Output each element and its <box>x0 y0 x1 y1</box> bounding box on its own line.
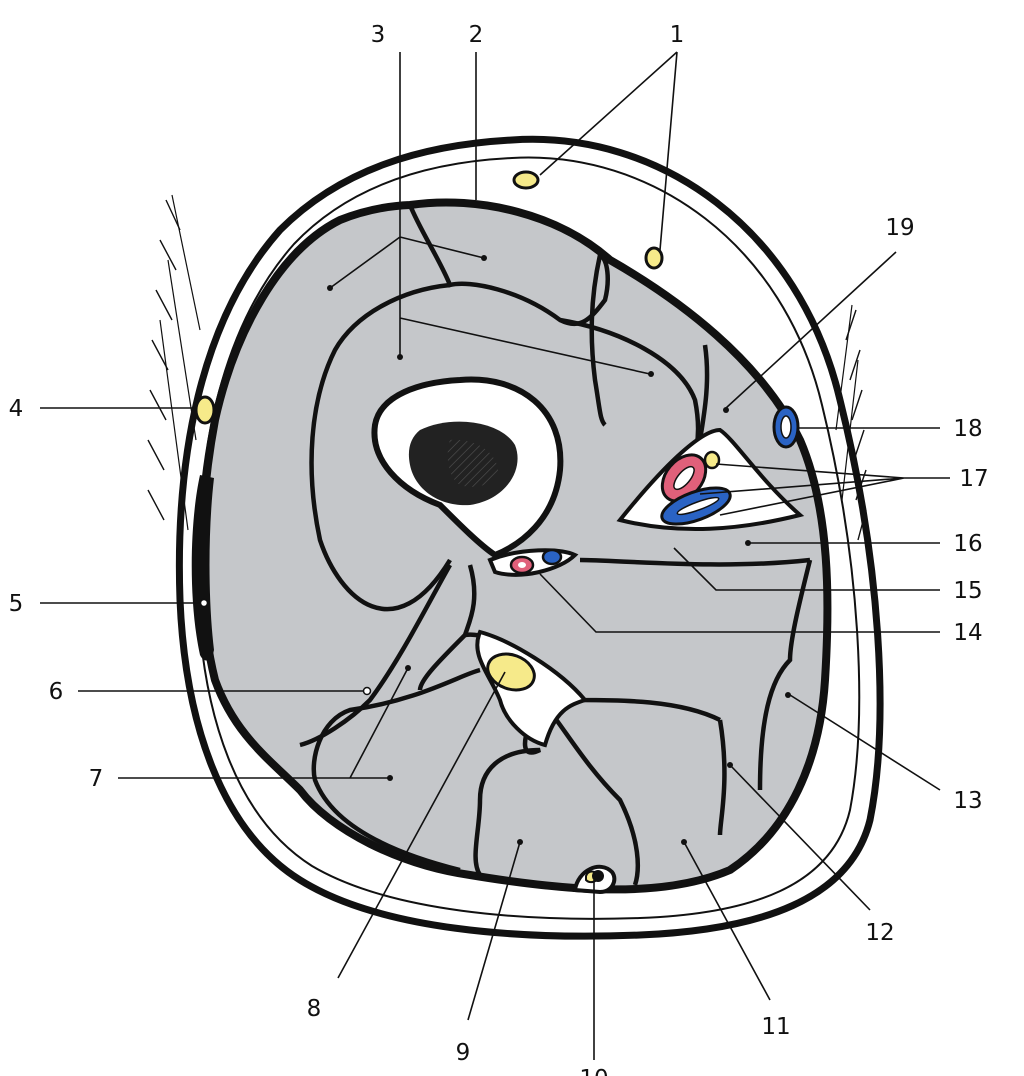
femoral-triangle-space <box>616 427 805 532</box>
label-17: 17 <box>959 466 988 492</box>
femoral-artery-lumen <box>673 465 695 491</box>
label-16: 16 <box>953 531 982 557</box>
femur-marrow-hatch <box>447 439 498 487</box>
label-4: 4 <box>9 396 24 422</box>
saphenous-nerve <box>703 450 721 470</box>
saphenous-nerve-branch-b <box>644 246 664 270</box>
right-hatching <box>835 304 867 541</box>
label-13: 13 <box>953 788 982 814</box>
iliotibial-tract <box>191 475 214 661</box>
label-7: 7 <box>89 766 104 792</box>
lateral-cutaneous-nerve <box>194 395 216 425</box>
label-6: 6 <box>49 679 64 705</box>
labels: 1 2 3 4 5 6 7 8 9 10 11 12 13 14 15 16 1… <box>9 22 989 1076</box>
leader-lines <box>40 51 950 1060</box>
great-saphenous-vein-lumen <box>780 415 792 439</box>
skin-outer <box>175 135 884 940</box>
label-9: 9 <box>456 1040 471 1066</box>
saphenous-nerve-branch-a <box>512 170 540 190</box>
label-3: 3 <box>371 22 386 48</box>
label-1: 1 <box>670 22 685 48</box>
femoral-vein-lumen <box>676 496 720 516</box>
label-19: 19 <box>885 215 914 241</box>
skin-inner <box>196 156 861 920</box>
deep-femoral-artery-lumen <box>518 562 526 568</box>
label-8: 8 <box>307 996 322 1022</box>
posterior-cutaneous-vessel <box>592 870 604 882</box>
label-10: 10 <box>579 1066 608 1076</box>
label-12: 12 <box>865 920 894 946</box>
label-dots <box>199 255 791 845</box>
label-2: 2 <box>469 22 484 48</box>
deep-femoral-vein <box>541 548 563 566</box>
left-hatching <box>147 194 201 531</box>
label-18: 18 <box>953 416 982 442</box>
label-11: 11 <box>761 1014 790 1040</box>
label-5: 5 <box>9 591 24 617</box>
label-15: 15 <box>953 578 982 604</box>
label-14: 14 <box>953 620 982 646</box>
